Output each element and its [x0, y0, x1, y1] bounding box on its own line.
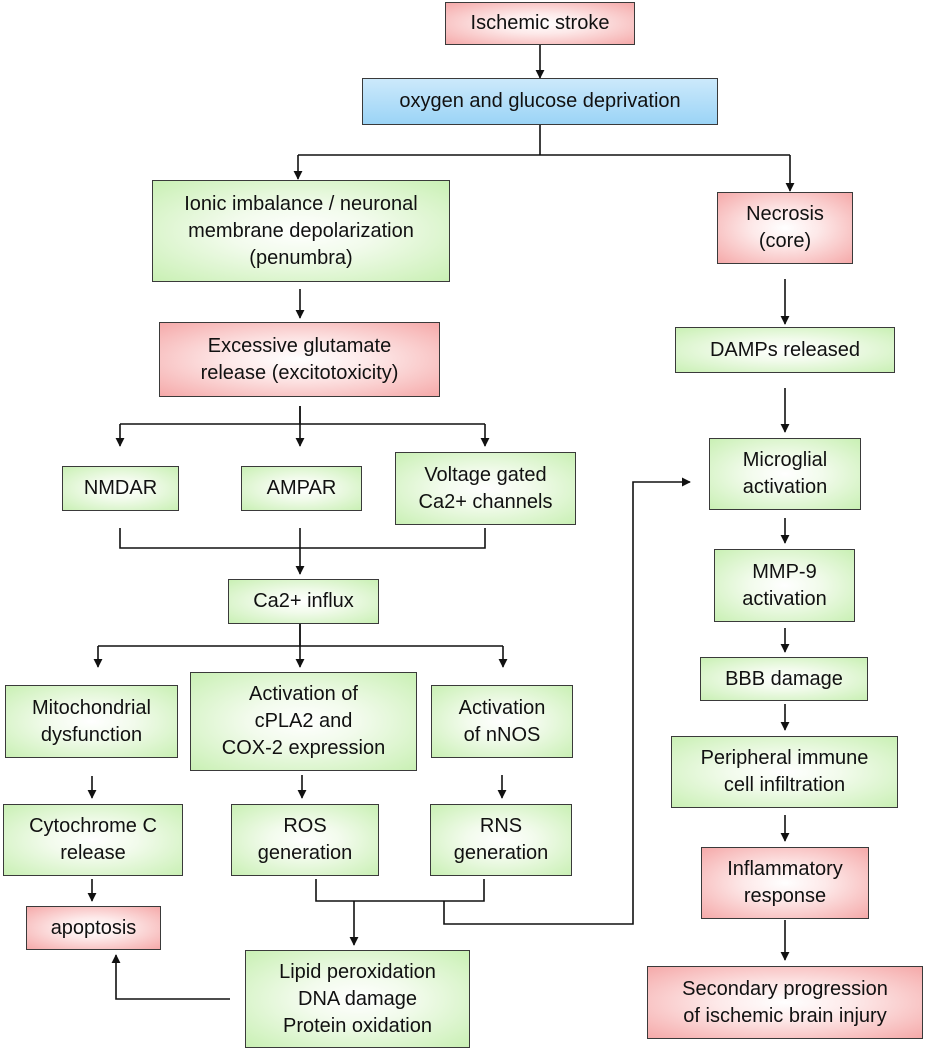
node-nnos: Activation of nNOS	[431, 685, 573, 758]
node-cpla2: Activation of cPLA2 and COX-2 expression	[190, 672, 417, 771]
node-vgcc: Voltage gated Ca2+ channels	[395, 452, 576, 525]
line-receptors-merge	[119, 528, 486, 549]
node-cytochrome-c: Cytochrome C release	[3, 804, 183, 876]
node-inflammatory: Inflammatory response	[701, 847, 869, 919]
line-ogd-split	[298, 125, 790, 156]
node-apoptosis: apoptosis	[26, 906, 161, 950]
arrow-lipid-to-apoptosis	[111, 954, 230, 1000]
node-glutamate: Excessive glutamate release (excitotoxic…	[159, 322, 440, 397]
node-ampar: AMPAR	[241, 466, 362, 511]
node-damps: DAMPs released	[675, 327, 895, 373]
arrow-rns-to-microglial	[443, 477, 691, 925]
node-secondary-progression: Secondary progression of ischemic brain …	[647, 966, 923, 1039]
node-peripheral: Peripheral immune cell infiltration	[671, 736, 898, 808]
node-mmp9: MMP-9 activation	[714, 549, 855, 622]
node-lipid-peroxidation: Lipid peroxidation DNA damage Protein ox…	[245, 950, 470, 1048]
line-glutamate-split	[120, 406, 485, 425]
node-ca-influx: Ca2+ influx	[228, 579, 379, 624]
node-ogd: oxygen and glucose deprivation	[362, 78, 718, 125]
node-nmdar: NMDAR	[62, 466, 179, 511]
node-ros: ROS generation	[231, 804, 379, 876]
node-ischemic-stroke: Ischemic stroke	[445, 2, 635, 45]
line-ros-rns-merge	[315, 879, 485, 902]
node-microglial: Microglial activation	[709, 438, 861, 510]
node-rns: RNS generation	[430, 804, 572, 876]
node-mitochondrial: Mitochondrial dysfunction	[5, 685, 178, 758]
node-ionic-imbalance: Ionic imbalance / neuronal membrane depo…	[152, 180, 450, 282]
node-necrosis: Necrosis (core)	[717, 192, 853, 264]
node-bbb-damage: BBB damage	[700, 657, 868, 701]
